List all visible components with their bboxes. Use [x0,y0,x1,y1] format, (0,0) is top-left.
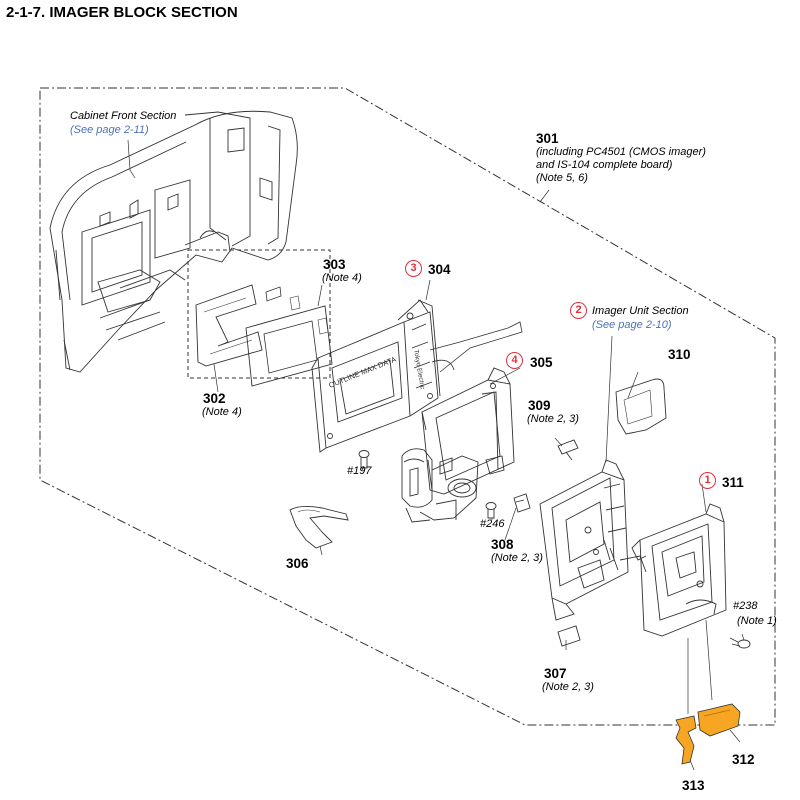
part-302-note: (Note 4) [202,406,242,418]
part-302-number: 302 [203,391,226,406]
part-310 [615,378,667,435]
cabinet-front-section-drawing [49,110,298,373]
part-301-line2: and IS-104 complete board) [536,159,673,171]
part-303-number: 303 [323,257,346,272]
callout-1-circle: 1 [699,472,716,489]
part-311-number: 311 [722,475,744,490]
part-308-plate [513,493,531,513]
screw-197-label: #197 [347,465,372,477]
screw-197 [358,450,370,469]
part-307-note: (Note 2, 3) [542,681,594,693]
screw-246-label: #246 [480,518,505,530]
part-313-orange [675,715,697,765]
part-311-plate [619,503,727,637]
lens-motor-assembly [401,448,479,523]
part-306-flex [289,505,349,549]
part-312-number: 312 [732,752,755,767]
screw-246 [485,502,497,519]
callout-3-circle: 3 [405,260,422,277]
part-307-number: 307 [544,666,567,681]
part-304-front-frame [311,299,441,453]
part-303-gasket [245,305,333,387]
cabinet-front-link[interactable]: (See page 2-11) [70,124,149,136]
page-title: 2-1-7. IMAGER BLOCK SECTION [6,4,238,21]
part-301-imager-board [539,459,629,621]
part-309-number: 309 [528,398,551,413]
callout-2-circle: 2 [570,302,587,319]
part-301-note: (Note 5, 6) [536,172,588,184]
imager-unit-link[interactable]: (See page 2-10) [592,319,672,331]
part-303-note: (Note 4) [322,272,362,284]
part-309-plate [557,439,579,461]
screw-238-label: #238 [733,600,758,612]
part-305-bracket [421,367,515,495]
frame-outline-text: OUTLINE MAX DATA [327,355,397,390]
part-313-number: 313 [682,778,705,793]
part-301-number: 301 [536,131,559,146]
part-308-note: (Note 2, 3) [491,552,543,564]
part-306-number: 306 [286,556,309,571]
part-304-number: 304 [428,262,451,277]
callout-4-circle: 4 [506,352,523,369]
part-302-gasket [195,284,263,367]
screw-238 [729,637,751,649]
cabinet-front-label: Cabinet Front Section [70,110,177,122]
part-304-flex-cable [429,321,523,373]
part-307-plate [557,625,581,647]
part-305-number: 305 [530,355,553,370]
gasket-region-outline [187,249,331,379]
part-301-line1: (including PC4501 (CMOS imager) [536,146,706,158]
frame-side-text: Tokyo Electric [412,349,426,390]
boundary-outline [39,87,776,726]
part-308-number: 308 [491,537,514,552]
imager-unit-label: Imager Unit Section [592,305,689,317]
part-309-note: (Note 2, 3) [527,413,579,425]
part-312-orange [697,703,741,737]
screw-238-note: (Note 1) [737,615,777,627]
part-310-number: 310 [668,347,691,362]
